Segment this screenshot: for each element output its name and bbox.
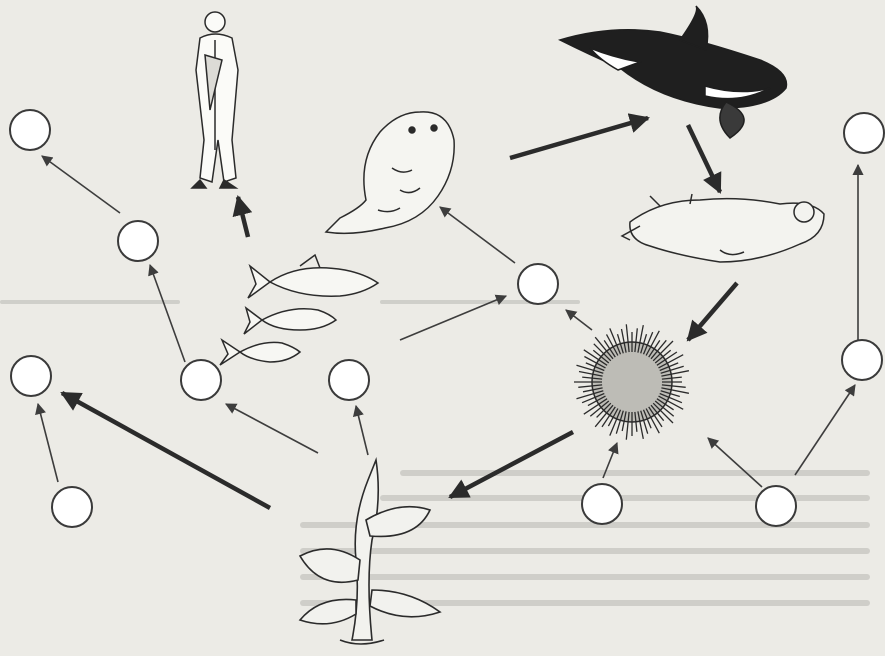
- seal: [326, 112, 454, 233]
- arrow: [510, 118, 648, 158]
- food-web-node[interactable]: [11, 356, 51, 396]
- sea-urchin: [574, 324, 689, 439]
- arrow: [356, 406, 368, 455]
- arrow: [38, 404, 58, 482]
- arrow: [795, 385, 855, 475]
- arrow: [150, 265, 185, 362]
- arrow: [566, 310, 592, 330]
- arrow: [450, 432, 573, 497]
- food-web-node[interactable]: [10, 110, 50, 150]
- food-web-node[interactable]: [842, 340, 882, 380]
- food-web-node[interactable]: [329, 360, 369, 400]
- arrow: [708, 438, 762, 487]
- bleed-through-texture: [0, 300, 870, 606]
- tuna-school: [220, 255, 378, 365]
- food-web-node[interactable]: [518, 264, 558, 304]
- food-web-node[interactable]: [844, 113, 884, 153]
- arrow: [440, 207, 515, 263]
- arrow: [688, 125, 720, 192]
- orca: [560, 6, 786, 138]
- food-web-node[interactable]: [756, 486, 796, 526]
- arrow: [226, 404, 318, 453]
- human-figure: [192, 12, 238, 188]
- arrow: [688, 283, 737, 340]
- food-web-node[interactable]: [181, 360, 221, 400]
- food-web-node[interactable]: [582, 484, 622, 524]
- sea-otter: [622, 194, 824, 262]
- arrow: [238, 197, 248, 237]
- arrow: [42, 156, 120, 213]
- food-web-node[interactable]: [52, 487, 92, 527]
- food-web-node[interactable]: [118, 221, 158, 261]
